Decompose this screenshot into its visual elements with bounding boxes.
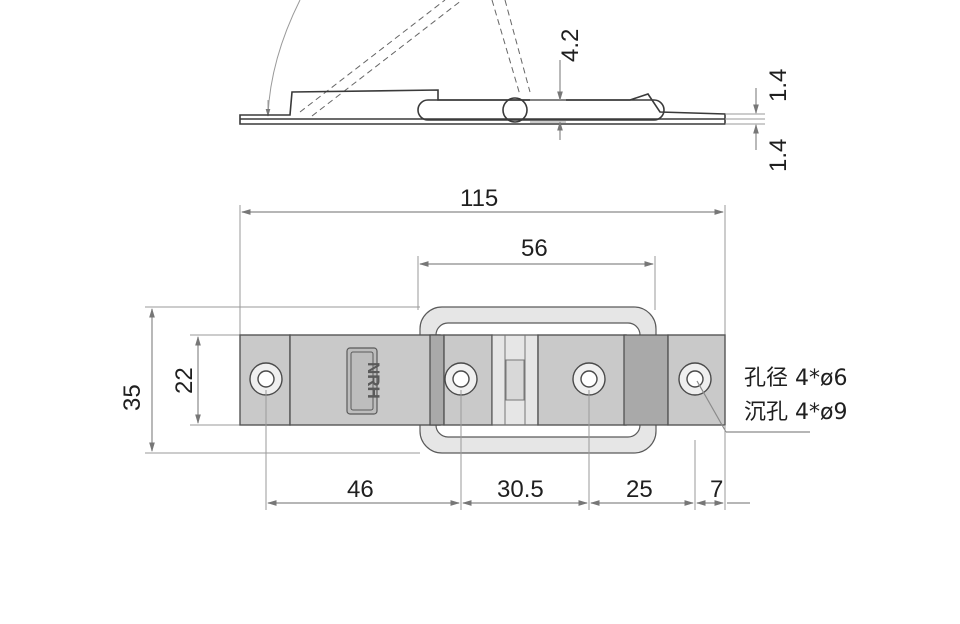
dim-overall-length-label: 115 bbox=[460, 185, 498, 212]
hinge-block bbox=[491, 334, 539, 426]
dim-edge-offset-label: 7 bbox=[710, 476, 723, 503]
mount-hole-2 bbox=[444, 362, 478, 396]
hole-diameter-note: 孔径 4*ø6 bbox=[744, 366, 847, 391]
side-view: 4.2 1.4 1.4 bbox=[239, 0, 792, 172]
dim-overall-height-label: 35 bbox=[119, 384, 146, 411]
mount-hole-1 bbox=[249, 362, 283, 396]
front-view-latch: NRH bbox=[239, 306, 726, 454]
base-plate-side bbox=[239, 89, 726, 125]
dim-plate-t2-label: 1.4 bbox=[765, 139, 792, 172]
hinge-knuckle bbox=[502, 97, 528, 123]
dim-loop-width-label: 56 bbox=[521, 235, 548, 262]
hole-callout: 孔径 4*ø6 沉孔 4*ø9 bbox=[696, 366, 847, 433]
lever-open-dashed bbox=[299, 0, 531, 117]
dim-plate-height-label: 22 bbox=[171, 367, 198, 394]
lever-closed-side bbox=[417, 99, 665, 121]
dim-pitch-3-label: 25 bbox=[626, 476, 653, 503]
top-dimensions: 115 56 bbox=[239, 185, 726, 335]
logo-text: NRH bbox=[364, 362, 383, 399]
dim-pitch-2-label: 30.5 bbox=[497, 476, 544, 503]
bottom-dimensions: 46 30.5 25 7 bbox=[265, 390, 750, 510]
dim-thickness-label: 4.2 bbox=[557, 29, 584, 62]
brand-logo: NRH bbox=[346, 347, 383, 415]
dim-pitch-1-label: 46 bbox=[347, 476, 374, 503]
mount-hole-4 bbox=[678, 362, 712, 396]
countersink-note: 沉孔 4*ø9 bbox=[744, 400, 847, 425]
left-dimensions: 35 22 bbox=[119, 306, 420, 454]
dim-plate-t1-label: 1.4 bbox=[765, 69, 792, 102]
swing-arc bbox=[267, 0, 301, 116]
